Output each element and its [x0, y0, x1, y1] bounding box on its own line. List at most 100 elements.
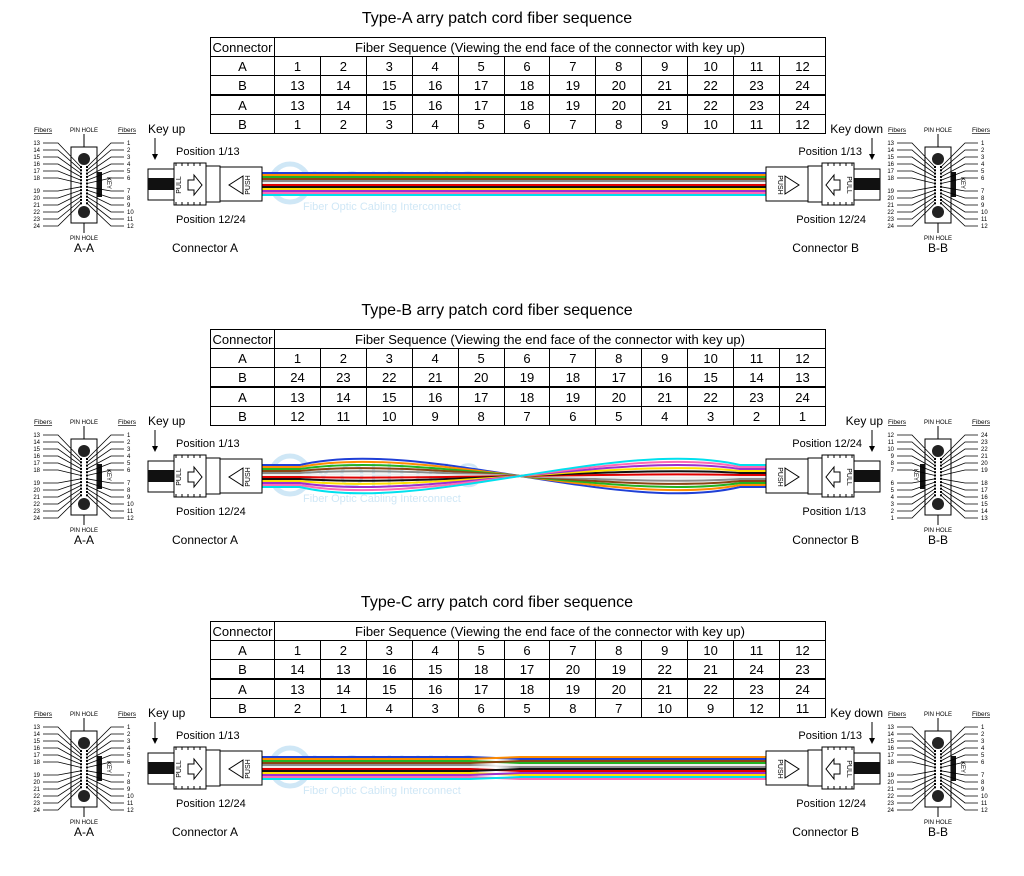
key-arrow-icon	[869, 154, 875, 160]
watermark-tagline: Fiber Optic Cabling Interconnect	[303, 493, 461, 505]
fiber-number: 5	[891, 488, 895, 494]
pull-label: PULL	[176, 760, 183, 778]
pin-hole-label: PIN HOLE	[70, 236, 98, 242]
fiber-dot	[934, 192, 936, 195]
fiber-dot	[934, 474, 936, 477]
fiber-leader	[43, 203, 82, 227]
pull-label: PULL	[845, 176, 852, 194]
fiber-dot	[940, 172, 942, 175]
fiber-number: 1	[981, 141, 985, 147]
fiber-dot	[86, 185, 88, 188]
fiber-leader	[897, 170, 936, 181]
pull-label: PULL	[176, 468, 183, 486]
fiber-leader	[897, 186, 936, 192]
key-icon	[97, 756, 102, 781]
fiber-leader	[86, 495, 124, 519]
fiber-leader	[940, 773, 978, 783]
fibers-label: Fibers	[888, 419, 907, 426]
fiber-dot	[934, 169, 936, 172]
fiber-number: 23	[33, 801, 40, 807]
fiber-number: 7	[981, 189, 985, 195]
fiber-leader	[897, 196, 936, 213]
fiber-number: 21	[887, 203, 894, 209]
fiber-dot	[80, 471, 82, 474]
fiber-dot	[940, 763, 942, 766]
fiber-number: 5	[127, 169, 131, 175]
fiber-number: 3	[981, 155, 985, 161]
fibers-label: Fibers	[972, 419, 991, 426]
table-cell: 12	[778, 114, 827, 134]
position-bottom-label: Position 12/24	[796, 214, 866, 226]
fiber-dot	[80, 474, 82, 477]
fiber-leader	[86, 478, 124, 484]
key-label: KEY	[105, 469, 111, 481]
arrow-icon	[187, 173, 203, 197]
table-cell: 10	[687, 640, 735, 660]
fiber-number: 10	[127, 502, 134, 508]
fiber-leader	[897, 189, 936, 199]
table-cell: 13	[274, 75, 321, 96]
fiber-number: 20	[981, 461, 988, 467]
fiber-leader	[86, 455, 124, 470]
table-cell: 10	[687, 348, 735, 368]
fiber-leader	[43, 777, 82, 790]
fiber-dot	[80, 202, 82, 205]
fiber-leader	[43, 787, 82, 811]
fiber-dot	[80, 494, 82, 497]
fiber-number: 16	[887, 162, 894, 168]
fiber-number: 18	[33, 760, 40, 766]
fibers-label: Fibers	[34, 711, 53, 718]
fiber-dot	[934, 477, 936, 480]
fiber-number: 9	[981, 203, 985, 209]
fiber-dot	[940, 474, 942, 477]
fiber-number: 9	[127, 787, 131, 793]
fiber-leader	[86, 196, 124, 213]
fiber-number: 10	[981, 794, 988, 800]
fiber-dot	[940, 776, 942, 779]
table-cell: 11	[319, 406, 367, 426]
fiber-number: 11	[888, 440, 895, 446]
fiber-leader	[43, 441, 82, 463]
fiber-dot	[80, 779, 82, 782]
fiber-dot	[86, 202, 88, 205]
fiber-number: 13	[33, 433, 40, 439]
table-cell: 13	[778, 367, 827, 388]
pin-hole-label: PIN HOLE	[70, 420, 98, 426]
fiber-dot	[86, 484, 88, 487]
fiber-leader	[86, 441, 124, 463]
table-cell: 11	[733, 640, 780, 660]
header-cell: Connector	[210, 329, 275, 349]
connector-collar	[807, 457, 823, 495]
fiber-leader	[86, 780, 124, 797]
fiber-number: 19	[981, 468, 988, 474]
fiber-dot	[940, 484, 942, 487]
fiber-dot	[86, 779, 88, 782]
table-cell: 1	[778, 406, 827, 426]
connector-ferrule-band	[148, 178, 174, 190]
fiber-leader	[86, 156, 124, 174]
fiber-dot	[940, 481, 942, 484]
fiber-dot	[934, 779, 936, 782]
fiber-dot	[940, 195, 942, 198]
connector-label: Connector A	[172, 533, 238, 547]
table-cell: 8	[595, 348, 643, 368]
connector-label: Connector B	[792, 825, 859, 839]
table-cell: 15	[365, 94, 413, 115]
fiber-dot	[86, 487, 88, 490]
fiber-dot	[940, 786, 942, 789]
triangle-icon	[228, 467, 244, 487]
fiber-dot	[934, 783, 936, 785]
fiber-leader	[43, 163, 82, 178]
mpo-connector	[765, 162, 881, 206]
fiber-leader	[86, 481, 124, 491]
fiber-dot	[80, 750, 82, 752]
pin-hole-label: PIN HOLE	[924, 528, 952, 534]
fiber-number: 4	[127, 454, 131, 460]
fiber-leader	[43, 726, 82, 752]
pin-hole-icon	[78, 737, 90, 749]
push-housing	[765, 458, 809, 494]
fiber-dot	[80, 199, 82, 201]
